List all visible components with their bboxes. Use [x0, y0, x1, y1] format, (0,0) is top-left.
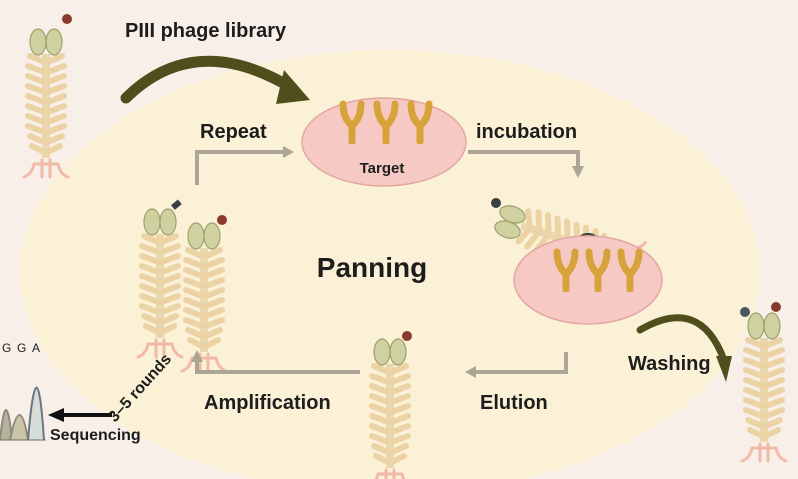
sequencing-chromatogram	[0, 386, 46, 441]
amplification-label: Amplification	[204, 392, 331, 414]
washing-label: Washing	[628, 353, 711, 375]
incubation-label: incubation	[476, 121, 577, 143]
target-label: Target	[360, 160, 405, 177]
library-label: PIII phage library	[125, 20, 287, 42]
panning-title: Panning	[317, 252, 427, 283]
library-phage	[24, 14, 72, 177]
repeat-arrow	[195, 146, 294, 185]
base-2: G	[17, 341, 26, 355]
washed-phage	[740, 302, 786, 461]
eluted-phage	[368, 331, 412, 479]
washing-arrow	[636, 314, 732, 382]
amplification-arrow	[191, 350, 360, 374]
library-arrow	[120, 55, 310, 104]
sequencing-arrow	[48, 408, 112, 422]
washing-target-disc	[513, 235, 663, 325]
incubation-arrow	[468, 150, 584, 178]
elution-label: Elution	[480, 392, 548, 414]
target-disc	[301, 97, 467, 187]
amplified-phages	[138, 199, 227, 371]
sequencing-label: Sequencing	[50, 427, 141, 444]
base-3: A	[32, 341, 40, 355]
base-1: G	[2, 341, 11, 355]
elution-arrow	[465, 352, 568, 378]
repeat-label: Repeat	[200, 121, 267, 143]
